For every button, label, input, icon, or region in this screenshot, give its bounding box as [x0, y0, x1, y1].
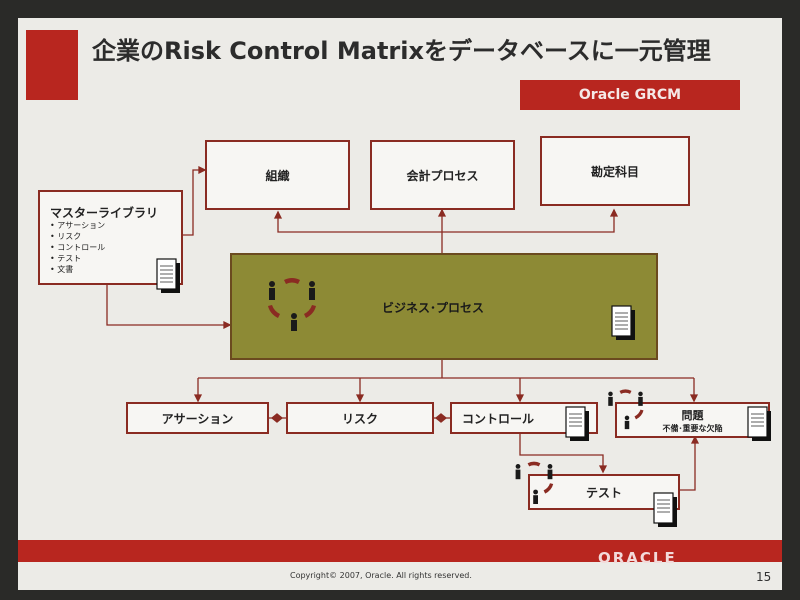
- list-item: • リスク: [50, 232, 82, 241]
- business-process-label: ビジネス･プロセス: [382, 301, 485, 315]
- master-library-title: マスターライブラリ: [50, 206, 159, 220]
- title-accent-bar: [26, 30, 78, 100]
- copyright-text: Copyright© 2007, Oracle. All rights rese…: [290, 571, 472, 580]
- document-icon: [653, 492, 677, 527]
- box-organization: 組織: [205, 140, 350, 210]
- list-item: • 文書: [50, 265, 74, 274]
- box-accounting-process: 会計プロセス: [370, 140, 515, 210]
- document-icon: [611, 305, 635, 340]
- document-icon: [565, 406, 589, 441]
- issue-subtitle: 不備･重要な欠陥: [662, 423, 723, 433]
- business-process-box: ビジネス･プロセス: [230, 253, 658, 360]
- list-item: • テスト: [50, 254, 82, 263]
- product-badge: Oracle GRCM: [520, 80, 740, 110]
- people-cycle-icon: [608, 389, 644, 430]
- oracle-logo: ORACLE: [598, 549, 677, 567]
- master-library-list: • アサーション • リスク • コントロール • テスト • 文書: [50, 220, 105, 275]
- issue-title: 問題: [681, 408, 704, 422]
- box-issue: 問題 不備･重要な欠陥: [615, 402, 770, 438]
- list-item: • アサーション: [50, 221, 106, 230]
- people-cycle-icon: [268, 278, 316, 331]
- page-number: 15: [756, 570, 772, 584]
- document-icon: [156, 258, 180, 293]
- people-cycle-icon: [515, 461, 554, 504]
- master-library: マスターライブラリ • アサーション • リスク • コントロール • テスト …: [38, 190, 183, 285]
- slide-title: 企業のRisk Control Matrixをデータベースに一元管理: [92, 37, 711, 65]
- box-account-items: 勘定科目: [540, 136, 690, 206]
- box-assertion: アサーション: [126, 402, 269, 434]
- list-item: • コントロール: [50, 243, 106, 252]
- document-icon: [747, 406, 771, 441]
- box-risk: リスク: [286, 402, 434, 434]
- box-test: テスト: [528, 474, 680, 510]
- footer-bar: [18, 540, 782, 562]
